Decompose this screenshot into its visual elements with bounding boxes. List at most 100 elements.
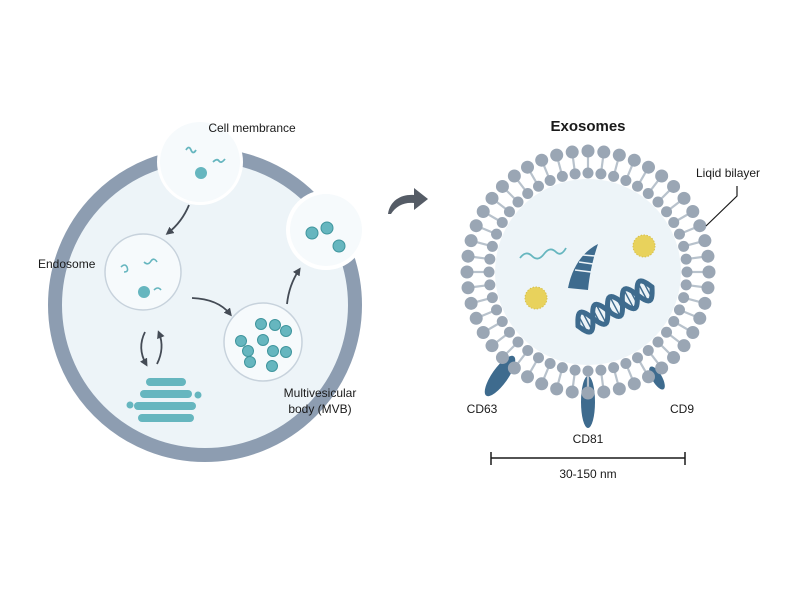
- lipid-head-outer: [581, 386, 595, 400]
- dna-base-pair: [595, 303, 607, 324]
- lipid-head-inner: [668, 217, 680, 228]
- label-lipid-bilayer: Liqid bilayer: [696, 166, 760, 180]
- label-size-range: 30-150 nm: [559, 467, 616, 481]
- lipid-head-outer: [655, 361, 669, 375]
- lipid-head-inner: [595, 168, 607, 180]
- lipid-head-outer: [693, 311, 707, 325]
- lipid-head-inner: [642, 187, 654, 199]
- lipid-bilayer: [460, 144, 716, 400]
- lipid-head-outer: [507, 169, 521, 183]
- arrow-golgi-cycle-down: [140, 331, 148, 367]
- lipid-head-outer: [667, 179, 681, 193]
- dna-base-pair: [609, 296, 621, 317]
- rna-strand: [519, 247, 567, 260]
- lipid-droplet: [524, 286, 548, 310]
- lipid-head-inner: [673, 304, 685, 316]
- lipid-head-outer: [677, 191, 691, 205]
- lipid-head-outer: [655, 169, 669, 183]
- lipid-head-outer: [476, 326, 490, 339]
- lipid-head-inner: [544, 357, 556, 369]
- intraluminal-vesicle: [244, 356, 256, 368]
- lipid-head-inner: [680, 253, 692, 265]
- exosome-particle: [320, 221, 334, 235]
- intraluminal-vesicle: [267, 345, 279, 357]
- lipid-head-outer: [702, 265, 716, 279]
- lipid-head-inner: [620, 175, 632, 187]
- lipid-head-inner: [681, 266, 693, 278]
- lipid-head-outer: [642, 160, 655, 174]
- lipid-head-inner: [556, 362, 568, 374]
- lipid-head-outer: [677, 339, 691, 353]
- lipid-head-outer: [469, 219, 483, 233]
- exosomes-title: Exosomes: [550, 118, 625, 135]
- rna-strand: [143, 258, 158, 265]
- intraluminal-vesicle: [280, 325, 292, 337]
- lipid-head-inner: [556, 170, 568, 182]
- lipid-head-outer: [476, 205, 490, 218]
- lipid-head-inner: [496, 217, 508, 228]
- lipid-head-inner: [533, 180, 544, 192]
- lipid-head-inner: [484, 253, 496, 265]
- lipid-head-outer: [597, 385, 611, 399]
- rna-strand: [120, 264, 129, 273]
- lipid-head-inner: [486, 292, 498, 304]
- lipid-head-inner: [608, 170, 620, 182]
- lipid-head-outer: [495, 179, 509, 193]
- lipid-head-outer: [507, 361, 521, 375]
- label-cd81: CD81: [573, 432, 604, 446]
- lipid-head-inner: [512, 196, 524, 208]
- lipid-head-inner: [668, 316, 680, 327]
- lipid-head-inner: [582, 365, 594, 377]
- lipid-head-inner: [678, 240, 690, 252]
- cargo-particle: [138, 286, 150, 298]
- dna-strand: [575, 278, 655, 329]
- arrow-mvb-to-membrane: [286, 267, 301, 305]
- lipid-head-inner: [496, 316, 508, 327]
- exosome-particle: [332, 239, 346, 253]
- lipid-head-outer: [495, 351, 509, 365]
- lipid-head-outer: [627, 377, 641, 391]
- lipid-head-outer: [667, 351, 681, 365]
- lipid-head-outer: [686, 205, 700, 218]
- pathway-arrows: [140, 204, 301, 367]
- lipid-head-outer: [535, 153, 549, 167]
- lipid-head-inner: [673, 228, 685, 240]
- label-mvb-line1: Multivesicular: [284, 386, 357, 400]
- lipid-head-inner: [652, 196, 664, 208]
- cell: Cell membrance Endosome Multivesicular b…: [38, 119, 366, 462]
- cargo-particle: [195, 167, 207, 179]
- intraluminal-vesicle: [257, 334, 269, 346]
- lipid-head-inner: [491, 228, 503, 240]
- lipid-head-outer: [627, 153, 641, 167]
- lipid-head-inner: [652, 336, 664, 348]
- intraluminal-vesicle: [266, 360, 278, 372]
- label-endosome: Endosome: [38, 257, 96, 271]
- intraluminal-vesicle: [269, 319, 281, 331]
- lipid-head-inner: [533, 352, 544, 364]
- lipid-head-inner: [491, 304, 503, 316]
- golgi-apparatus: [126, 378, 202, 422]
- label-cell-membrance: Cell membrance: [208, 121, 296, 135]
- lipid-head-outer: [485, 339, 499, 353]
- label-mvb-line2: body (MVB): [288, 402, 351, 416]
- lipid-head-outer: [698, 296, 712, 310]
- lipid-head-outer: [535, 377, 549, 391]
- rna-strand: [185, 146, 197, 154]
- lipid-head-outer: [550, 382, 564, 396]
- lipid-head-outer: [612, 382, 626, 396]
- lipid-head-inner: [678, 292, 690, 304]
- lipid-head-inner: [484, 279, 496, 291]
- lipid-head-inner: [632, 180, 643, 192]
- lipid-head-inner: [503, 206, 515, 218]
- arrow-membrane-to-endosome: [165, 204, 190, 235]
- lipid-head-outer: [597, 145, 611, 159]
- arrow-endosome-to-mvb: [191, 297, 232, 317]
- lipid-head-outer: [642, 370, 655, 384]
- lipid-head-inner: [661, 206, 673, 218]
- lipid-head-outer: [550, 148, 564, 162]
- intraluminal-vesicle: [242, 345, 254, 357]
- lipid-head-outer: [698, 234, 712, 248]
- lipid-head-inner: [483, 266, 495, 278]
- lipid-head-outer: [686, 326, 700, 339]
- intraluminal-vesicle: [255, 318, 267, 330]
